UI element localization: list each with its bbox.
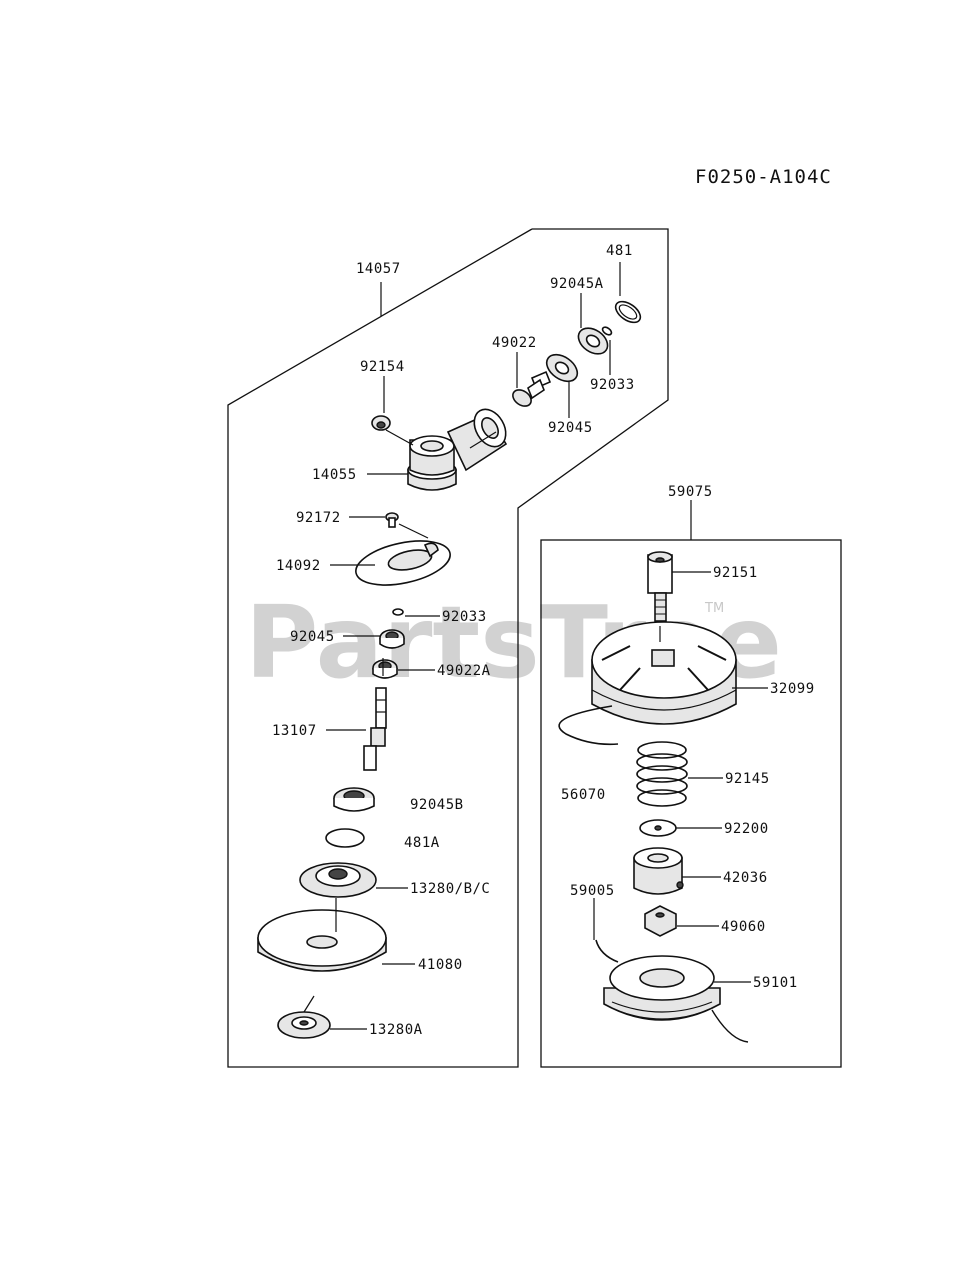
- label-59101: 59101: [753, 975, 798, 991]
- label-56070: 56070: [561, 787, 606, 803]
- label-14055: 14055: [312, 467, 357, 483]
- label-13280bc: 13280/B/C: [410, 881, 490, 897]
- label-49022a: 49022A: [437, 663, 491, 679]
- retaining-ring-481[interactable]: [612, 297, 644, 326]
- bearing-92045b[interactable]: [333, 787, 375, 812]
- label-92172: 92172: [296, 510, 341, 526]
- cutting-line-59005[interactable]: [595, 939, 619, 963]
- label-41080: 41080: [418, 957, 463, 973]
- label-14057: 14057: [356, 261, 401, 277]
- retaining-ring-481a[interactable]: [325, 828, 365, 848]
- label-59005: 59005: [570, 883, 615, 899]
- washer-92033-lower[interactable]: [392, 608, 404, 616]
- nut-92154[interactable]: [371, 415, 391, 431]
- label-92045-upper: 92045: [548, 420, 593, 436]
- figure-code: F0250-A104C: [695, 166, 832, 188]
- label-92045a: 92045A: [550, 276, 604, 292]
- guard-plate-14092[interactable]: [352, 533, 454, 592]
- watermark-trademark: TM: [704, 601, 724, 616]
- label-92045-lower: 92045: [290, 629, 335, 645]
- label-49022: 49022: [492, 335, 537, 351]
- spring-92145[interactable]: [636, 741, 688, 807]
- bearing-92045a[interactable]: [574, 323, 613, 359]
- gear-49022a[interactable]: [372, 659, 398, 679]
- label-14092: 14092: [276, 558, 321, 574]
- shaft-13107[interactable]: [363, 687, 387, 771]
- cutting-line-56070[interactable]: [558, 705, 619, 746]
- label-92151: 92151: [713, 565, 758, 581]
- label-92200: 92200: [724, 821, 769, 837]
- leader-lines: [303, 262, 768, 1030]
- label-92033-lower: 92033: [442, 609, 487, 625]
- adapter-42036[interactable]: [633, 847, 684, 895]
- bearing-92045-lower[interactable]: [379, 629, 405, 649]
- housing-32099[interactable]: [591, 621, 737, 725]
- assembly-frame-14057: [227, 228, 669, 1068]
- cover-41080[interactable]: [257, 909, 387, 972]
- bolt-92172[interactable]: [385, 512, 399, 528]
- spool-59101[interactable]: [603, 955, 749, 1043]
- washer-92033-upper[interactable]: [601, 326, 613, 337]
- label-92154: 92154: [360, 359, 405, 375]
- label-481: 481: [606, 243, 633, 259]
- label-92145: 92145: [725, 771, 770, 787]
- label-13107: 13107: [272, 723, 317, 739]
- label-59075: 59075: [668, 484, 713, 500]
- washer-92200[interactable]: [639, 819, 677, 837]
- holder-13280bc[interactable]: [299, 862, 377, 898]
- label-92033-upper: 92033: [590, 377, 635, 393]
- label-481a: 481A: [404, 835, 440, 851]
- bolt-92151[interactable]: [647, 551, 673, 622]
- label-32099: 32099: [770, 681, 815, 697]
- label-13280a: 13280A: [369, 1022, 423, 1038]
- gear-case-14055[interactable]: [407, 404, 512, 491]
- bearing-92045-upper[interactable]: [542, 349, 582, 387]
- label-49060: 49060: [721, 919, 766, 935]
- washer-13280a[interactable]: [277, 1011, 331, 1039]
- nut-49060[interactable]: [644, 905, 677, 937]
- label-92045b: 92045B: [410, 797, 464, 813]
- gear-49022[interactable]: [510, 370, 552, 409]
- label-42036: 42036: [723, 870, 768, 886]
